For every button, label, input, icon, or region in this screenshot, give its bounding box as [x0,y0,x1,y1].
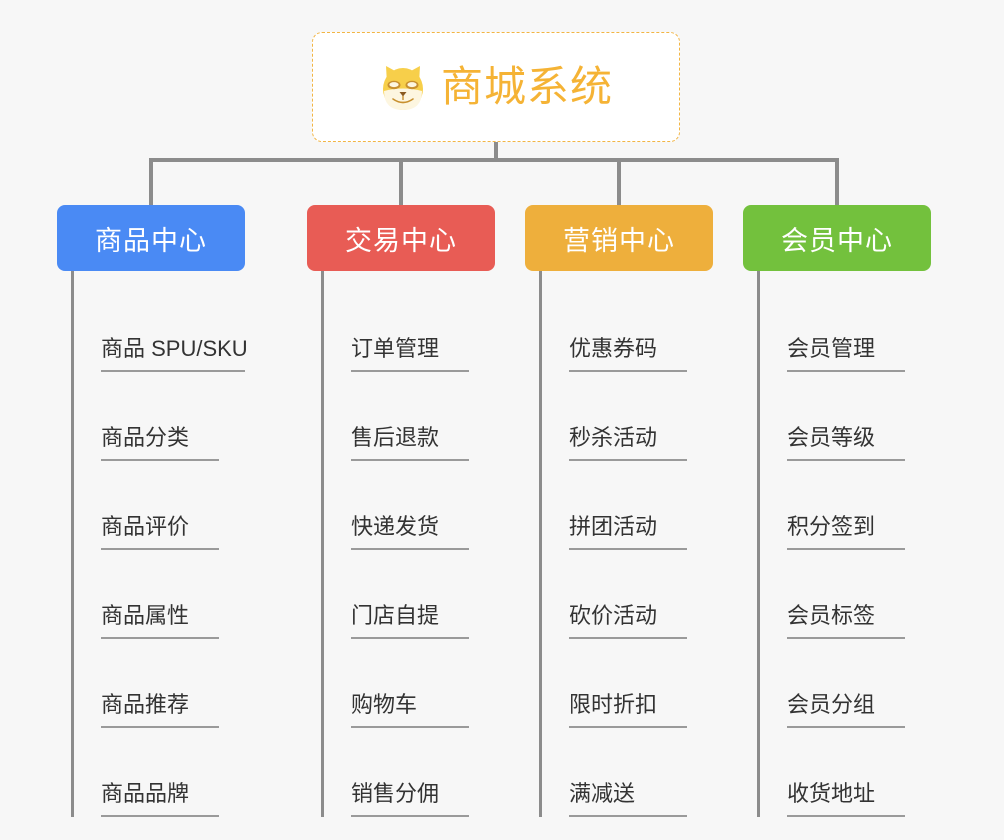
shiba-dog-icon [382,66,423,110]
leaf-label: 商品属性 [101,598,219,639]
connector-drop-product-center [149,158,153,208]
connector-root-stem [494,142,498,160]
leaf-label: 购物车 [351,687,469,728]
list-item[interactable]: 商品 SPU/SKU [71,283,248,372]
branch-product-center: 商品中心 商品 SPU/SKU 商品分类 商品评价 商品属性 商品推荐 商品品牌 [57,205,248,817]
root-title: 商城系统 [440,63,613,110]
list-item[interactable]: 秒杀活动 [539,372,713,461]
list-item[interactable]: 砍价活动 [539,550,713,639]
list-item[interactable]: 售后退款 [321,372,495,461]
connector-drop-marketing-center [617,158,621,208]
leaf-label: 商品评价 [101,509,219,550]
list-item[interactable]: 购物车 [321,639,495,728]
list-item[interactable]: 会员分组 [757,639,931,728]
leaf-label: 会员管理 [787,331,905,372]
list-item[interactable]: 商品推荐 [71,639,245,728]
connector-bus [149,158,839,162]
leaf-label: 拼团活动 [569,509,687,550]
list-item[interactable]: 限时折扣 [539,639,713,728]
leaf-label: 售后退款 [351,420,469,461]
list-item[interactable]: 优惠券码 [539,283,713,372]
list-item[interactable]: 商品品牌 [71,728,245,817]
leaf-label: 门店自提 [351,598,469,639]
list-item[interactable]: 订单管理 [321,283,495,372]
category-header-marketing-center[interactable]: 营销中心 [525,205,713,271]
leaf-label: 商品品牌 [101,776,219,817]
branch-marketing-center: 营销中心 优惠券码 秒杀活动 拼团活动 砍价活动 限时折扣 满减送 [525,205,713,817]
leaf-label: 秒杀活动 [569,420,687,461]
list-item[interactable]: 积分签到 [757,461,931,550]
branch-trunk [757,271,760,817]
list-item[interactable]: 门店自提 [321,550,495,639]
list-item[interactable]: 商品属性 [71,550,245,639]
list-item[interactable]: 满减送 [539,728,713,817]
list-item[interactable]: 快递发货 [321,461,495,550]
connector-drop-member-center [835,158,839,208]
category-title: 会员中心 [781,225,893,256]
leaf-label: 优惠券码 [569,331,687,372]
branch-trunk [321,271,324,817]
leaf-label: 订单管理 [351,331,469,372]
category-header-trade-center[interactable]: 交易中心 [307,205,495,271]
leaf-list-member-center: 会员管理 会员等级 积分签到 会员标签 会员分组 收货地址 [757,271,931,817]
list-item[interactable]: 拼团活动 [539,461,713,550]
branch-trunk [71,271,74,817]
leaf-label: 会员标签 [787,598,905,639]
branch-trunk [539,271,542,817]
leaf-list-trade-center: 订单管理 售后退款 快递发货 门店自提 购物车 销售分佣 [321,271,495,817]
category-title: 商品中心 [95,225,207,256]
connector-drop-trade-center [399,158,403,208]
leaf-label: 商品推荐 [101,687,219,728]
category-title: 交易中心 [345,225,457,256]
leaf-label: 砍价活动 [569,598,687,639]
list-item[interactable]: 商品分类 [71,372,245,461]
list-item[interactable]: 会员标签 [757,550,931,639]
category-title: 营销中心 [563,225,675,256]
leaf-label: 会员分组 [787,687,905,728]
branch-trade-center: 交易中心 订单管理 售后退款 快递发货 门店自提 购物车 销售分佣 [307,205,495,817]
list-item[interactable]: 商品评价 [71,461,245,550]
leaf-label: 商品分类 [101,420,219,461]
leaf-label: 积分签到 [787,509,905,550]
list-item[interactable]: 会员等级 [757,372,931,461]
leaf-label: 快递发货 [351,509,469,550]
leaf-label: 收货地址 [787,776,905,817]
category-header-product-center[interactable]: 商品中心 [57,205,245,271]
list-item[interactable]: 销售分佣 [321,728,495,817]
leaf-label: 限时折扣 [569,687,687,728]
leaf-list-marketing-center: 优惠券码 秒杀活动 拼团活动 砍价活动 限时折扣 满减送 [539,271,713,817]
root-node[interactable]: 商城系统 [312,32,680,142]
leaf-label: 满减送 [569,776,687,817]
leaf-label: 会员等级 [787,420,905,461]
branch-member-center: 会员中心 会员管理 会员等级 积分签到 会员标签 会员分组 收货地址 [743,205,931,817]
leaf-list-product-center: 商品 SPU/SKU 商品分类 商品评价 商品属性 商品推荐 商品品牌 [71,271,248,817]
list-item[interactable]: 会员管理 [757,283,931,372]
leaf-label: 商品 SPU/SKU [101,331,248,372]
category-header-member-center[interactable]: 会员中心 [743,205,931,271]
leaf-label: 销售分佣 [351,776,469,817]
list-item[interactable]: 收货地址 [757,728,931,817]
